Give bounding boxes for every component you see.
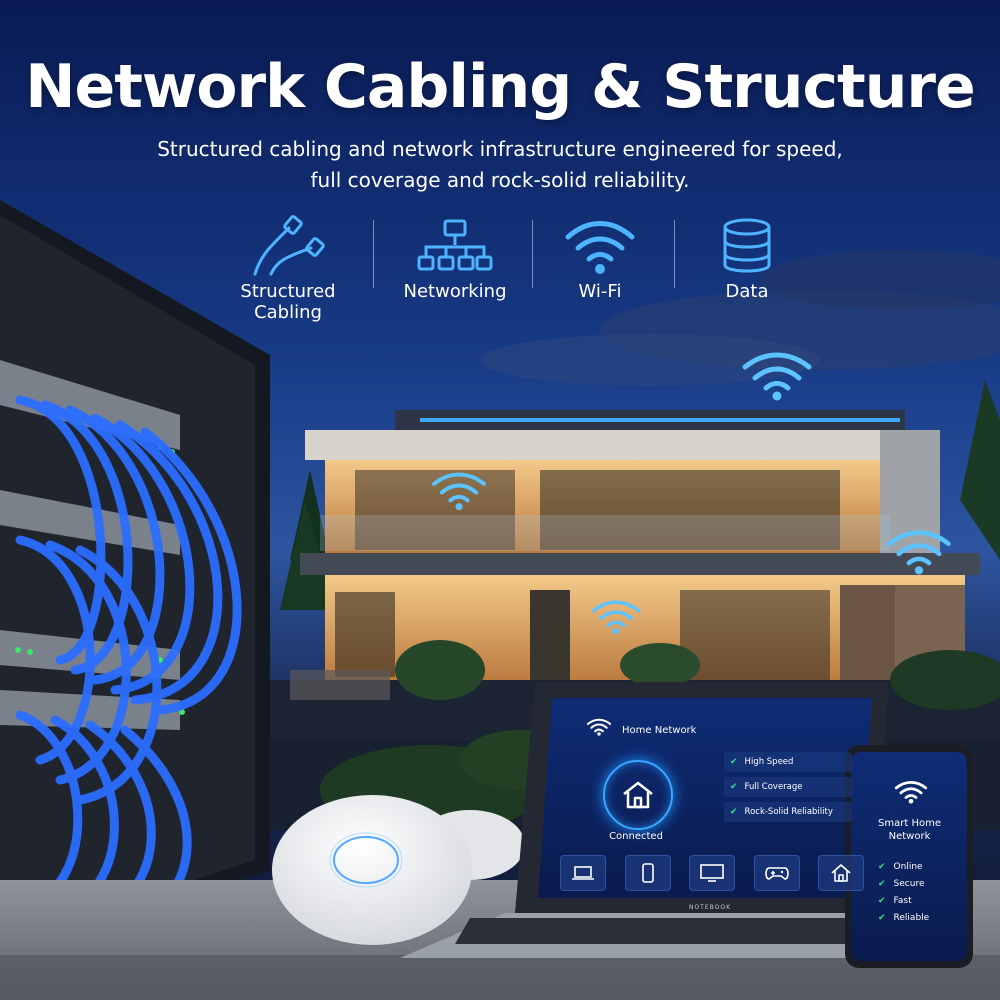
checklist-item: ✔ Rock-Solid Reliability [724,802,852,822]
check-icon: ✔ [878,878,886,889]
gamepad-icon [764,867,789,880]
connection-status: Connected [609,831,663,842]
device-tile-home[interactable] [818,855,864,891]
feature-label: Wi-Fi [578,281,622,302]
feature-label-line2: Cabling [254,302,322,323]
wifi-icon [586,718,612,736]
checklist-label: Rock-Solid Reliability [744,807,833,817]
status-label: Secure [893,878,925,889]
check-icon: ✔ [730,757,738,767]
wifi-icon [742,352,812,401]
device-tile-phone[interactable] [624,855,671,891]
status-label: Reliable [893,912,930,923]
checklist-label: High Speed [744,757,794,767]
wifi-icon [565,221,635,274]
feature-label-line1: Structured [240,281,336,302]
status-item: ✔ Fast [878,892,929,909]
device-tiles [558,855,866,891]
phone-icon [641,863,654,883]
wifi-icon [591,600,641,635]
feature-networking: Networking [380,215,530,302]
device-tile-gamepad[interactable] [753,855,800,891]
home-status-ring [603,760,673,830]
device-tile-laptop[interactable] [560,855,606,891]
feature-wifi: Wi-Fi [525,215,675,302]
status-label: Fast [893,895,912,906]
cable-icon [253,215,325,276]
page-subtitle: Structured cabling and network infrastru… [100,134,900,196]
laptop-brand-label: NOTEBOOK [688,904,732,911]
wifi-icon [431,472,487,511]
checklist-label: Full Coverage [744,782,803,792]
laptop-icon [572,866,594,880]
status-list: ✔ Online ✔ Secure ✔ Fast ✔ Reliable [878,858,929,926]
feature-structured-cabling: Structured Cabling [213,215,363,323]
checklist-item: ✔ Full Coverage [724,777,852,797]
divider [674,220,675,288]
feature-label: Networking [403,281,507,302]
smart-home-title-line2: Network [888,831,931,842]
status-item: ✔ Online [878,858,929,875]
check-icon: ✔ [878,861,886,872]
status-label: Online [893,861,923,872]
smart-home-title: Smart Home Network [852,817,967,843]
wifi-icon [894,780,928,804]
home-icon [623,781,653,809]
feature-data: Data [672,215,822,302]
phone-screen: Smart Home Network ✔ Online ✔ Secure ✔ Fast… [852,755,967,960]
page-title: Network Cabling & Structure [25,52,975,122]
home-icon [831,864,851,882]
status-item: ✔ Secure [878,875,929,892]
subtitle-line-2: full coverage and rock-solid reliability… [310,168,690,192]
wifi-icon [887,530,951,575]
laptop-screen: Home Network Connected ✔ High Speed ✔ Full… [556,700,868,896]
check-icon: ✔ [730,782,738,792]
feature-checklist: ✔ High Speed ✔ Full Coverage ✔ Rock-Solid R… [724,752,852,827]
home-network-title: Home Network [622,725,697,736]
tv-icon [700,864,724,882]
smart-home-title-line1: Smart Home [878,818,941,829]
check-icon: ✔ [730,807,738,817]
feature-label: Data [725,281,769,302]
network-tree-icon [417,219,493,271]
subtitle-line-1: Structured cabling and network infrastru… [157,137,843,161]
divider [532,220,533,288]
device-tile-tv[interactable] [689,855,735,891]
divider [373,220,374,288]
checklist-item: ✔ High Speed [724,752,852,772]
database-icon [723,218,771,273]
status-item: ✔ Reliable [878,909,929,926]
check-icon: ✔ [878,895,886,906]
check-icon: ✔ [878,912,886,923]
